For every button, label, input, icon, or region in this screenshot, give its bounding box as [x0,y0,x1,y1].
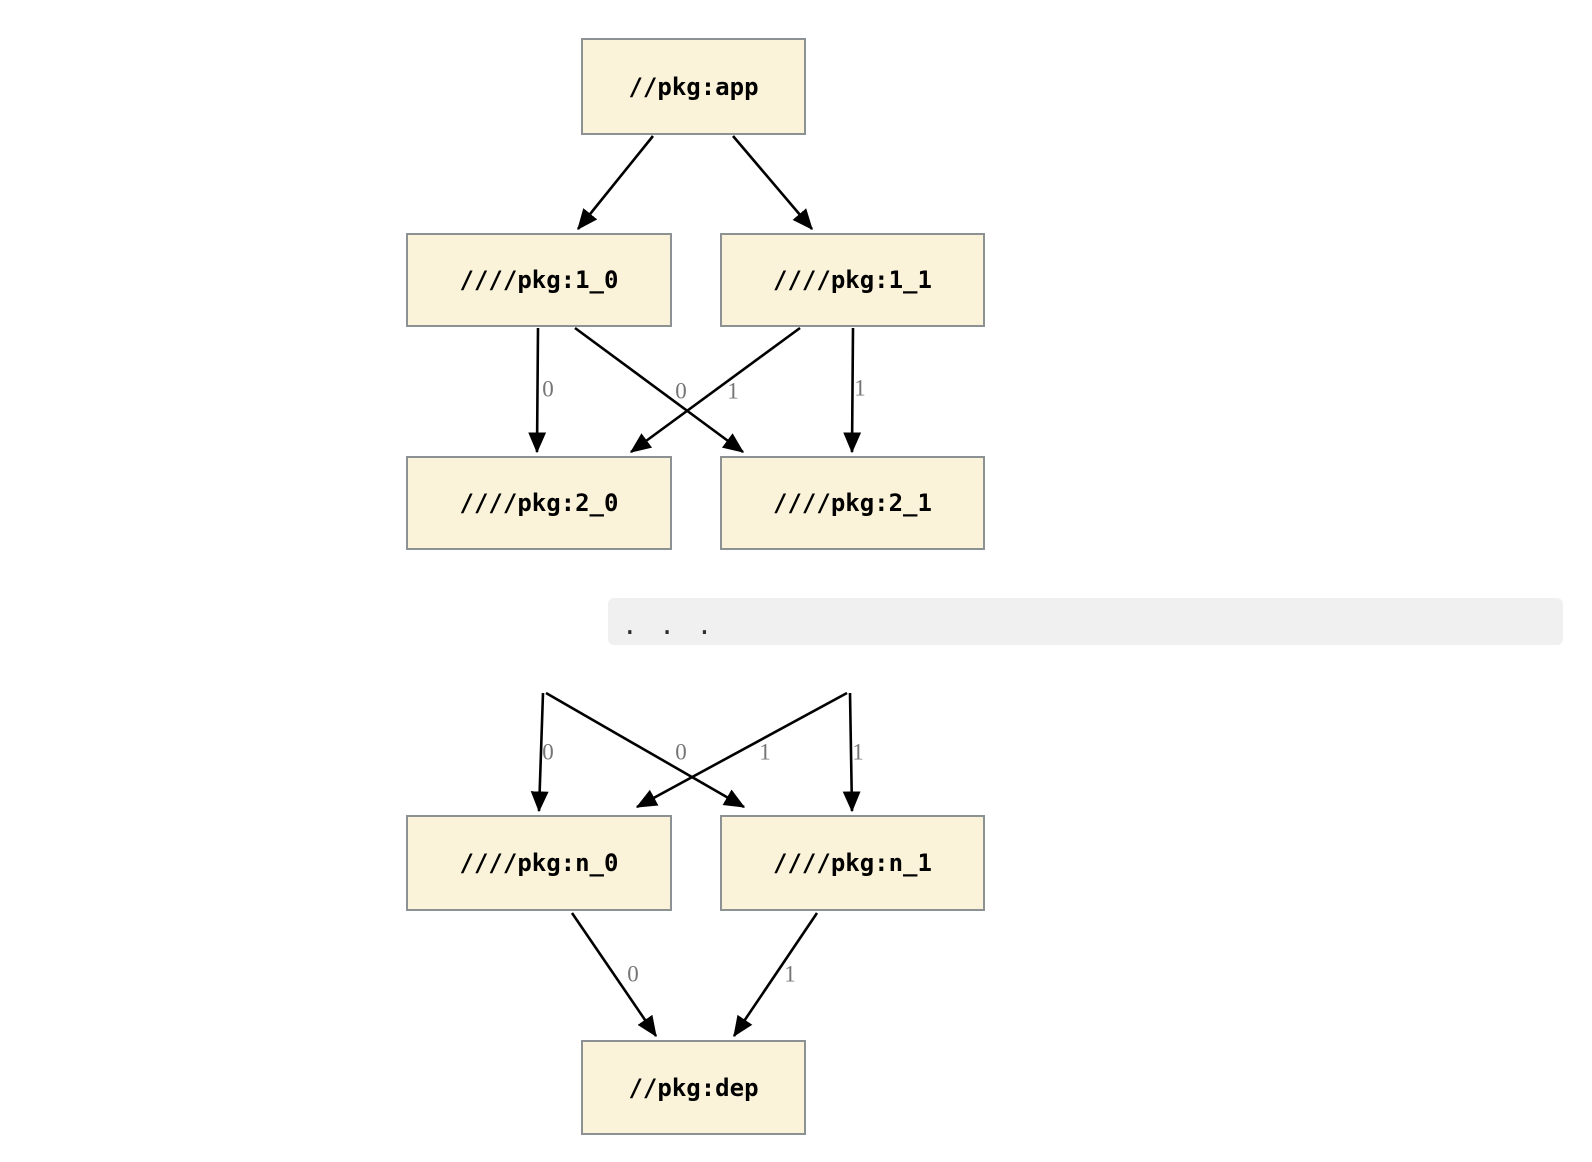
node-pkg-1_0-label: ////pkg:1_0 [459,266,619,294]
edge-label-1_1-to-2_1: 1 [854,375,866,401]
edge-n_1-to-dep [732,912,819,1038]
node-pkg-2_1: ////pkg:2_1 [720,456,985,550]
node-pkg-2_0-label: ////pkg:2_0 [459,489,619,517]
edge-label-right-to-n_0: 1 [759,739,771,765]
node-pkg-app: //pkg:app [581,38,806,135]
node-pkg-n_1: ////pkg:n_1 [720,815,985,911]
edge-label-1_0-to-2_0: 0 [542,376,554,402]
edge-parent0-to-n_1 [545,691,746,809]
edge-1_0-to-2_1 [574,326,745,454]
edge-parent1-to-n_0 [635,691,848,809]
node-pkg-n_1-label: ////pkg:n_1 [773,849,932,877]
ellipsis-text: . . . [622,610,716,641]
edge-1_1-to-2_0 [629,326,801,454]
edge-1_0-to-2_0 [528,327,547,454]
node-pkg-n_0: ////pkg:n_0 [406,815,672,911]
node-pkg-1_0: ////pkg:1_0 [406,233,672,327]
edge-label-1_0-to-2_1: 0 [675,378,687,404]
edge-label-n_0-to-dep: 0 [627,961,639,987]
edge-label-left-to-n_0: 0 [542,739,554,765]
node-pkg-app-label: //pkg:app [628,72,759,101]
edge-app-to-1_0 [576,135,655,230]
edge-label-left-to-n_1: 0 [675,739,687,765]
node-pkg-2_1-label: ////pkg:2_1 [773,489,932,517]
edge-n_0-to-dep [570,912,658,1038]
ellipsis-code-block: . . . [608,598,1563,645]
edge-1_1-to-2_1 [843,327,862,454]
node-pkg-dep: //pkg:dep [581,1040,806,1135]
edge-app-to-1_1 [732,135,813,230]
edge-parent0-to-n_0 [530,692,549,813]
edge-label-1_1-to-2_0: 1 [727,378,739,404]
node-pkg-1_1: ////pkg:1_1 [720,233,985,327]
node-pkg-dep-label: //pkg:dep [628,1073,759,1102]
node-pkg-n_0-label: ////pkg:n_0 [459,849,619,877]
edge-label-right-to-n_1: 1 [852,739,864,765]
edge-parent1-to-n_1 [842,692,861,813]
node-pkg-1_1-label: ////pkg:1_1 [773,266,932,294]
node-pkg-2_0: ////pkg:2_0 [406,456,672,550]
edge-label-n_1-to-dep: 1 [784,961,796,987]
